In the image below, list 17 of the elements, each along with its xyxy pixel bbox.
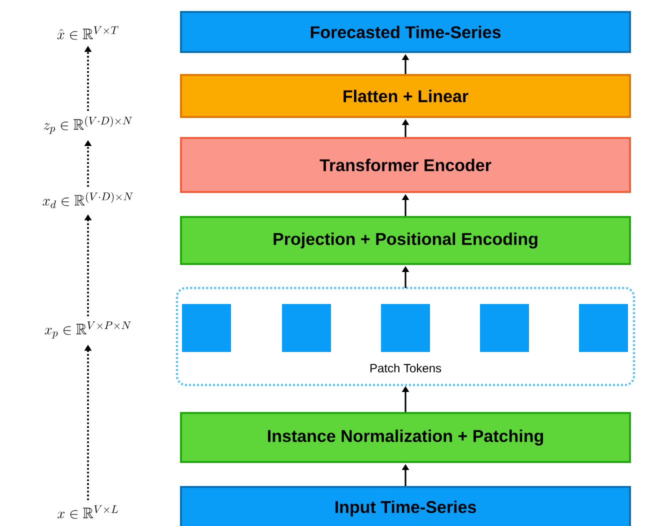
- shape-label: $x \in \mathbb{R}^{V\times L}$: [58, 505, 118, 519]
- data-box: Input Time-Series: [180, 486, 631, 526]
- shape-label: $x_p \in \mathbb{R}^{V\times P\times N}$: [44, 322, 131, 338]
- data-box: Forecasted Time-Series: [180, 11, 631, 53]
- linear-box: Flatten + Linear: [180, 74, 631, 118]
- process-box: Projection + Positional Encoding: [180, 216, 631, 265]
- patch-square: [182, 304, 231, 352]
- process-box: Instance Normalization + Patching: [180, 412, 631, 463]
- shape-label: $\hat{x} \in \mathbb{R}^{V\times T}$: [57, 26, 118, 40]
- patch-square: [480, 304, 529, 352]
- patch-square: [579, 304, 628, 352]
- patch-square: [282, 304, 331, 352]
- patch-square: [381, 304, 430, 352]
- shape-label: $x_d \in \mathbb{R}^{(V\cdot D)\times N}$: [42, 192, 133, 208]
- dotted-group-box: Patch Tokens: [176, 286, 636, 386]
- shape-label: $z_p \in \mathbb{R}^{(V\cdot D)\times N}$: [44, 116, 132, 134]
- encoder-box: Transformer Encoder: [180, 137, 631, 193]
